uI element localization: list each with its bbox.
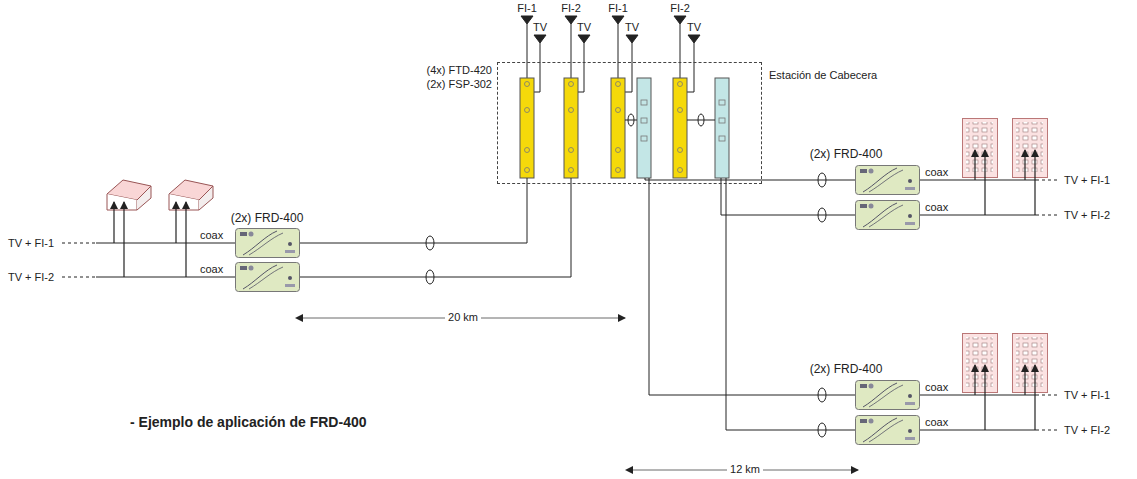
- cable-label: coax: [200, 229, 223, 242]
- output-signal: TV + FI-2: [1064, 424, 1110, 437]
- distance-label: 12 km: [727, 463, 763, 476]
- cable-label: coax: [200, 263, 223, 276]
- output-signal: TV + FI-2: [1064, 209, 1110, 222]
- signal-name: TV: [625, 21, 639, 34]
- output-signal: TV + FI-1: [8, 237, 54, 250]
- signal-name: TV: [577, 21, 591, 34]
- figure-caption: - Ejemplo de aplicación de FRD-400: [130, 414, 367, 431]
- distance-label: 20 km: [445, 311, 481, 324]
- output-signal: TV + FI-1: [1064, 174, 1110, 187]
- module-label: (2x) FSP-302: [427, 78, 492, 91]
- cable-label: coax: [925, 201, 948, 214]
- signal-name: TV: [533, 21, 547, 34]
- cable-label: coax: [925, 166, 948, 179]
- signal-name: FI-2: [670, 2, 690, 15]
- receiver-label: (2x) FRD-400: [810, 362, 883, 376]
- output-signal: TV + FI-1: [1064, 389, 1110, 402]
- signal-name: FI-2: [561, 2, 581, 15]
- cable-label: coax: [925, 416, 948, 429]
- signal-name: FI-1: [517, 2, 537, 15]
- output-signal: TV + FI-2: [8, 271, 54, 284]
- headend-title: Estación de Cabecera: [769, 69, 877, 82]
- receiver-label: (2x) FRD-400: [810, 147, 883, 161]
- signal-name: TV: [687, 21, 701, 34]
- signal-name: FI-1: [608, 2, 628, 15]
- cable-label: coax: [925, 381, 948, 394]
- module-label: (4x) FTD-420: [427, 64, 492, 77]
- receiver-label: (2x) FRD-400: [231, 211, 304, 225]
- headend-frame: Estación de Cabecera: [497, 62, 762, 184]
